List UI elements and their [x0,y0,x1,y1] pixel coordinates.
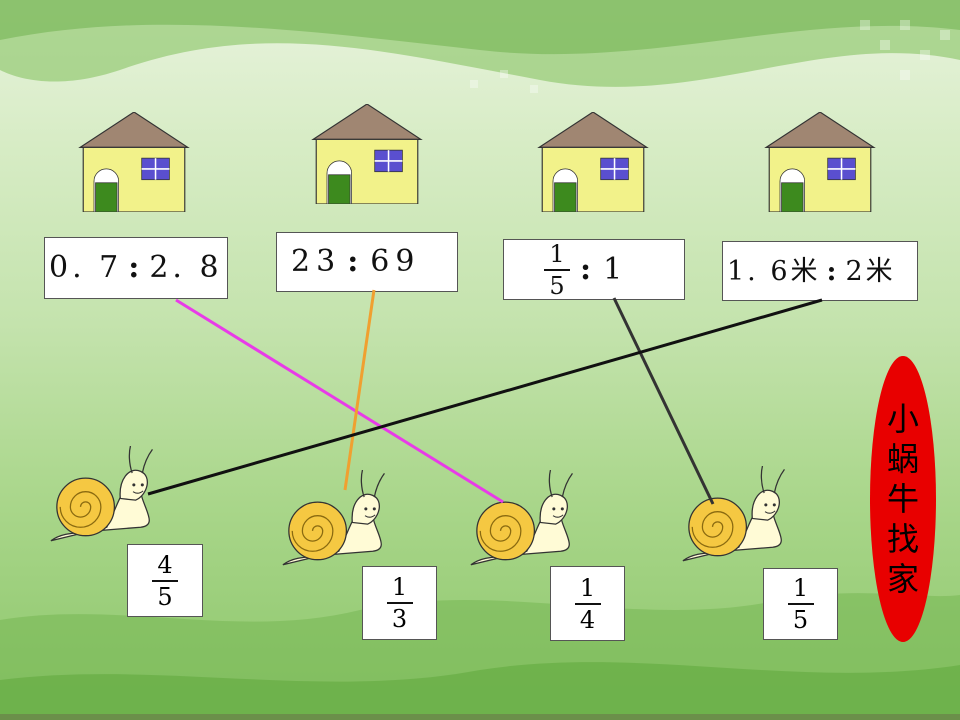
ratio-right: 1 [603,251,629,287]
ratio-left: 1. 6米 [727,255,821,287]
house-2 [311,104,423,204]
fraction-numerator: 1 [792,574,809,602]
shell [688,497,748,557]
house-1 [78,112,190,212]
house-2-ratio[interactable]: 23:69 [276,232,458,292]
ratio-left-fraction: 1 5 [544,242,570,298]
door [328,174,351,204]
fraction-denominator: 5 [792,606,809,634]
ratio-colon: : [826,255,840,287]
ratio-right: 2. 8 [149,250,223,285]
title-char: 家 [886,560,919,598]
shell [476,501,536,561]
fraction-numerator: 4 [157,550,173,579]
snail-1 [50,446,153,542]
ratio-colon: : [347,244,365,279]
ratio-left: 0. 7 [49,250,123,285]
snail-4-fraction[interactable]: 1 5 [763,568,838,640]
door [554,182,577,212]
snail-2 [282,470,385,566]
shell [56,477,116,537]
fraction-denominator: 4 [579,605,596,634]
fraction-bar [787,603,814,605]
title-char: 蜗 [886,440,919,478]
house-4 [764,112,876,212]
door [781,182,804,212]
house-1-ratio[interactable]: 0. 7:2. 8 [44,237,228,299]
house-3-ratio[interactable]: 1 5 :1 [503,239,685,300]
snail-4 [682,466,785,562]
house-4-ratio[interactable]: 1. 6米:2米 [722,241,918,301]
fraction-denominator: 5 [549,271,565,300]
snail-3 [470,470,573,566]
title-char: 牛 [886,480,919,518]
door [95,182,118,212]
roof [78,112,190,148]
fraction-denominator: 3 [391,605,408,633]
fraction-bar [574,602,601,605]
ratio-colon: : [580,251,598,287]
fraction-denominator: 5 [157,582,173,611]
title-char: 找 [886,520,919,558]
fraction-bar [544,268,570,271]
fraction-numerator: 1 [391,573,408,601]
ratio-right: 69 [370,244,421,279]
fraction-numerator: 1 [549,239,565,268]
ratio-left: 23 [291,244,342,279]
title-oval: 小 蜗 牛 找 家 [870,356,936,642]
title-char: 小 [886,400,919,438]
ratio-colon: : [128,250,144,285]
snail-3-fraction[interactable]: 1 4 [550,566,625,641]
house-3 [537,112,649,212]
fraction-bar [152,579,178,582]
snail-1-fraction[interactable]: 4 5 [127,544,203,617]
snail-2-fraction[interactable]: 1 3 [362,566,437,640]
ratio-right: 2米 [845,255,896,287]
fraction-bar [386,602,413,604]
fraction-numerator: 1 [579,573,596,602]
